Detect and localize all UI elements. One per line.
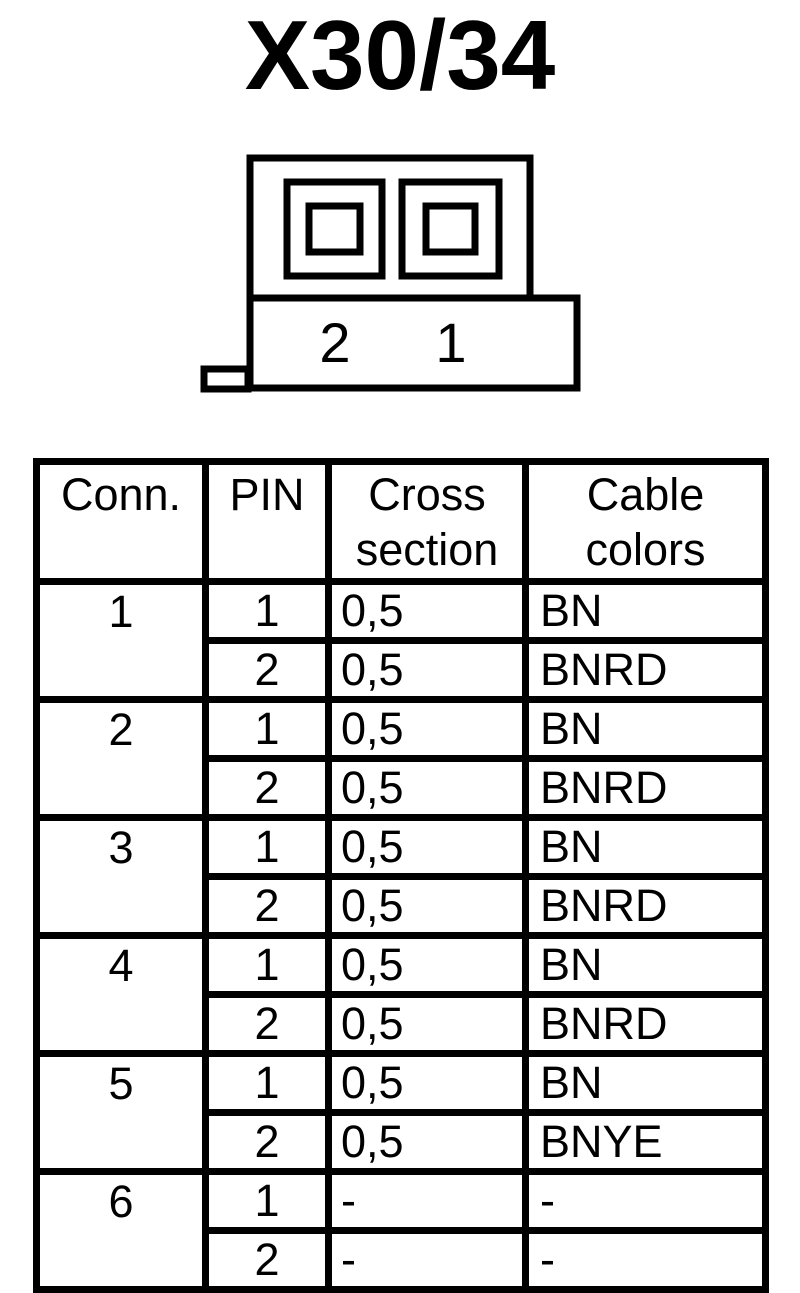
- cable-color: BN: [522, 1050, 769, 1116]
- table-row: 5 1 0,5 BN: [33, 1050, 769, 1175]
- cable-color: BN: [522, 696, 769, 762]
- pin-number: 2: [202, 991, 332, 1057]
- cross-section: 0,5: [325, 755, 529, 821]
- conn-number: 6: [33, 1168, 209, 1293]
- conn-number: 4: [33, 932, 209, 1057]
- pin-number: 2: [202, 1227, 332, 1293]
- pin-number: 2: [202, 1109, 332, 1175]
- table-row: 1 1 0,5 BN: [33, 578, 769, 703]
- pin-number: 2: [202, 755, 332, 821]
- cross-section: 0,5: [325, 1050, 529, 1116]
- cable-color: BNYE: [522, 1109, 769, 1175]
- table-row: 2 0,5 BNRD: [37, 991, 769, 1057]
- pin-number: 1: [202, 1050, 332, 1116]
- cross-section: 0,5: [325, 637, 529, 703]
- table-row: 6 1 - -: [33, 1168, 769, 1293]
- page-title: X30/34: [244, 0, 556, 110]
- cross-section: 0,5: [325, 991, 529, 1057]
- cable-color: BNRD: [522, 873, 769, 939]
- conn-number: 1: [33, 578, 209, 703]
- header-conn: Conn.: [33, 458, 209, 585]
- cross-section: -: [325, 1168, 529, 1234]
- pin-label-1: 1: [435, 311, 466, 374]
- cable-color: -: [522, 1168, 769, 1234]
- pin-cavity-inner-2: [305, 202, 364, 256]
- connector-tab: [200, 365, 252, 393]
- table-row: 3 1 0,5 BN: [33, 814, 769, 939]
- header-cross-section: Cross section: [325, 458, 529, 585]
- connector-base: [246, 294, 581, 392]
- cross-section: 0,5: [325, 932, 529, 998]
- pin-number: 1: [202, 814, 332, 880]
- pin-number: 1: [202, 1168, 332, 1234]
- pin-cavity-inner-1: [422, 202, 479, 256]
- header-row: Conn. PIN Cross section Cable colors: [33, 458, 769, 585]
- pin-number: 1: [202, 932, 332, 998]
- table-row: 2 0,5 BNRD: [37, 637, 769, 703]
- conn-number: 5: [33, 1050, 209, 1175]
- cross-section: 0,5: [325, 578, 529, 644]
- connector-diagram: 2 1: [200, 154, 581, 393]
- cross-section: 0,5: [325, 873, 529, 939]
- cross-section: -: [325, 1227, 529, 1293]
- table-row: 2 0,5 BNRD: [37, 755, 769, 821]
- cable-color: BN: [522, 814, 769, 880]
- conn-number: 3: [33, 814, 209, 939]
- pin-number: 2: [202, 637, 332, 703]
- conn-number: 2: [33, 696, 209, 821]
- table-row: 4 1 0,5 BN: [33, 932, 769, 1057]
- pin-number: 2: [202, 873, 332, 939]
- pinout-table: Conn. PIN Cross section Cable colors 1 1…: [33, 458, 769, 1293]
- cable-color: BN: [522, 932, 769, 998]
- header-cable-colors: Cable colors: [522, 458, 769, 585]
- cross-section: 0,5: [325, 696, 529, 762]
- pin-number: 1: [202, 696, 332, 762]
- table-row: 2 0,5 BNRD: [37, 873, 769, 939]
- cable-color: BNRD: [522, 637, 769, 703]
- table-row: 2 0,5 BNYE: [37, 1109, 769, 1175]
- table-row: 2 1 0,5 BN: [33, 696, 769, 821]
- pin-label-2: 2: [319, 311, 350, 374]
- cross-section: 0,5: [325, 814, 529, 880]
- header-pin: PIN: [202, 458, 332, 585]
- cable-color: -: [522, 1227, 769, 1293]
- cable-color: BNRD: [522, 991, 769, 1057]
- cable-color: BN: [522, 578, 769, 644]
- pin-number: 1: [202, 578, 332, 644]
- cable-color: BNRD: [522, 755, 769, 821]
- cross-section: 0,5: [325, 1109, 529, 1175]
